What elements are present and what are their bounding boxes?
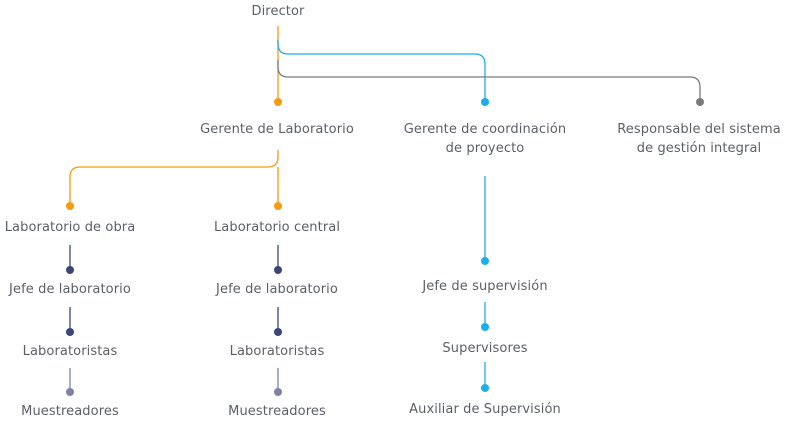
node-dot-laboratoristas-central (274, 328, 282, 336)
node-responsable-sistema-line2: de gestión integral (636, 141, 762, 156)
node-dot-laboratoristas-obra (66, 328, 74, 336)
node-gerente-coordinacion-line2: de proyecto (445, 141, 525, 156)
node-responsable-sistema-line1: Responsable del sistema (617, 122, 781, 137)
node-dot-jefe-central (274, 266, 282, 274)
node-gerente-coordinacion: Gerente de coordinación de proyecto (404, 120, 566, 158)
node-laboratoristas-central: Laboratoristas (229, 344, 325, 359)
node-laboratorio-central: Laboratorio central (213, 220, 341, 235)
node-laboratoristas-obra: Laboratoristas (22, 344, 118, 359)
node-muestreadores-central: Muestreadores (228, 404, 326, 419)
node-jefe-lab-obra: Jefe de laboratorio (9, 282, 131, 297)
node-dot-muestreadores-central (274, 388, 282, 396)
node-dot-gerente-lab (274, 98, 282, 106)
node-jefe-lab-central: Jefe de laboratorio (216, 282, 338, 297)
node-jefe-supervision: Jefe de supervisión (422, 279, 548, 294)
node-dot-auxiliar (481, 384, 489, 392)
node-dot-muestreadores-obra (66, 388, 74, 396)
node-dot-lab-central (274, 202, 282, 210)
node-auxiliar-supervision: Auxiliar de Supervisión (409, 402, 561, 417)
node-muestreadores-obra: Muestreadores (21, 404, 119, 419)
node-dot-responsable (696, 98, 704, 106)
connector-gerente-lab-obra (69, 150, 279, 205)
node-dot-gerente-coord (481, 98, 489, 106)
node-dot-jefe-obra (66, 266, 74, 274)
node-dot-supervisores (481, 323, 489, 331)
node-laboratorio-obra: Laboratorio de obra (4, 220, 136, 235)
node-dot-jefe-supervision (481, 257, 489, 265)
connector-director-gerente-coord (277, 40, 486, 101)
node-supervisores: Supervisores (442, 341, 528, 356)
node-dot-lab-obra (66, 202, 74, 210)
node-director: Director (251, 4, 305, 19)
node-responsable-sistema: Responsable del sistema de gestión integ… (617, 120, 781, 158)
node-gerente-laboratorio: Gerente de Laboratorio (200, 122, 354, 137)
node-gerente-coordinacion-line1: Gerente de coordinación (403, 122, 567, 137)
connector-director-responsable (277, 60, 701, 101)
